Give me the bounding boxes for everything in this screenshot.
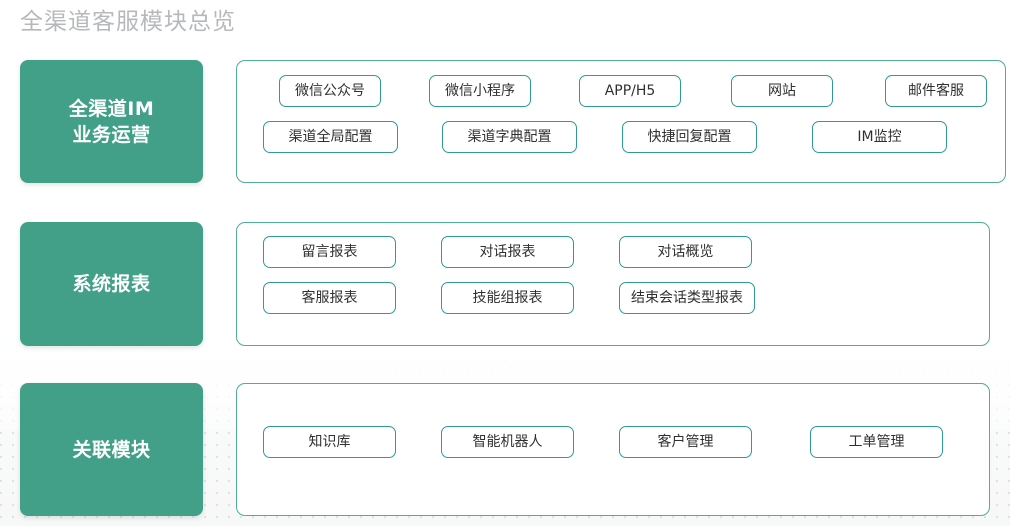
module-pill-message-report[interactable]: 留言报表 [263,236,396,268]
module-pill-session-end-type-report[interactable]: 结束会话类型报表 [619,282,755,314]
section-omnichannel-im: 全渠道IM 业务运营 微信公众号 微信小程序 APP/H5 网站 邮件客服 渠道… [20,60,1006,183]
module-pill-skill-group-report[interactable]: 技能组报表 [441,282,574,314]
section-label-line: 关联模块 [72,438,151,461]
section-related-modules: 关联模块 知识库 智能机器人 客户管理 工单管理 [20,383,990,516]
module-pill-smart-robot[interactable]: 智能机器人 [441,425,574,458]
module-pill-knowledge-base[interactable]: 知识库 [263,425,396,458]
module-pill-website[interactable]: 网站 [731,75,833,107]
section-body-related-modules: 知识库 智能机器人 客户管理 工单管理 [236,383,990,516]
pill-row: 客服报表 技能组报表 结束会话类型报表 [259,282,971,314]
section-label-line: 全渠道IM [68,97,155,120]
module-pill-quick-reply-config[interactable]: 快捷回复配置 [622,121,757,153]
module-pill-ticket-management[interactable]: 工单管理 [810,425,943,458]
module-pill-conversation-report[interactable]: 对话报表 [441,236,574,268]
section-system-reports: 系统报表 留言报表 对话报表 对话概览 客服报表 技能组报表 结束会话类型报表 [20,222,990,346]
section-label-omnichannel-im[interactable]: 全渠道IM 业务运营 [20,60,203,183]
module-pill-agent-report[interactable]: 客服报表 [263,282,396,314]
module-pill-app-h5[interactable]: APP/H5 [579,75,681,107]
section-label-line: 业务运营 [72,123,151,146]
module-pill-conversation-overview[interactable]: 对话概览 [619,236,752,268]
module-pill-wechat-official[interactable]: 微信公众号 [279,75,381,107]
section-label-line: 系统报表 [72,273,151,295]
section-label-related-modules[interactable]: 关联模块 [20,383,203,516]
pill-row: 知识库 智能机器人 客户管理 工单管理 [259,425,971,458]
module-pill-wechat-miniprogram[interactable]: 微信小程序 [429,75,531,107]
module-pill-channel-dictionary-config[interactable]: 渠道字典配置 [442,121,577,153]
module-pill-im-monitor[interactable]: IM监控 [812,121,947,153]
module-pill-channel-global-config[interactable]: 渠道全局配置 [263,121,398,153]
pill-row: 渠道全局配置 渠道字典配置 快捷回复配置 IM监控 [259,121,987,153]
section-label-system-reports[interactable]: 系统报表 [20,222,203,346]
module-pill-customer-management[interactable]: 客户管理 [619,425,752,458]
pill-row: 微信公众号 微信小程序 APP/H5 网站 邮件客服 [259,75,987,107]
section-body-system-reports: 留言报表 对话报表 对话概览 客服报表 技能组报表 结束会话类型报表 [236,222,990,346]
module-pill-email-service[interactable]: 邮件客服 [885,75,987,107]
page-title: 全渠道客服模块总览 [20,9,236,35]
section-body-omnichannel-im: 微信公众号 微信小程序 APP/H5 网站 邮件客服 渠道全局配置 渠道字典配置… [236,60,1006,183]
pill-row: 留言报表 对话报表 对话概览 [259,236,971,268]
